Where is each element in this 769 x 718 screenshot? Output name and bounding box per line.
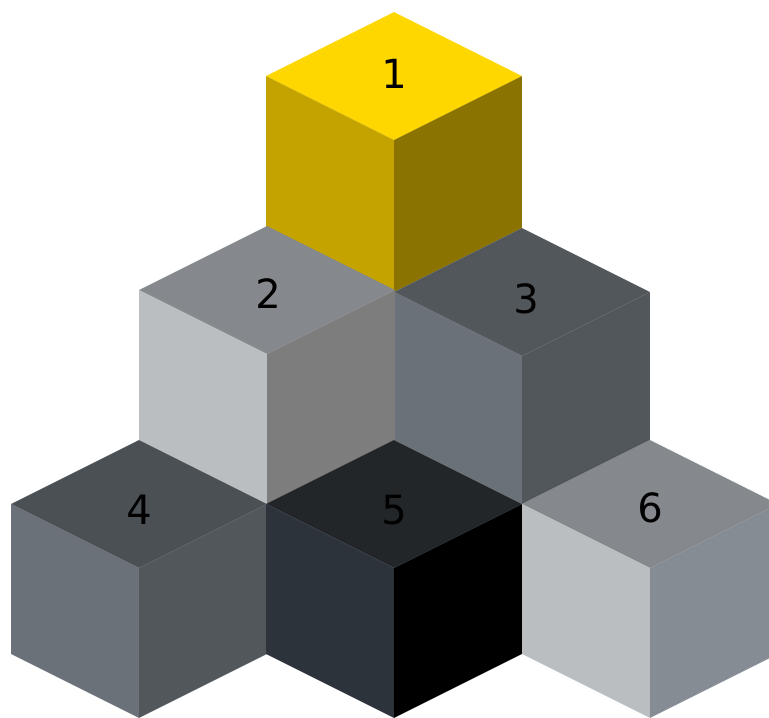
cube-5-label: 5 xyxy=(381,488,406,534)
cube-2-label: 2 xyxy=(255,272,280,318)
cube-3-label: 3 xyxy=(513,277,538,323)
cube-6-label: 6 xyxy=(637,486,662,532)
cube-4-label: 4 xyxy=(126,488,151,534)
cube-1-label: 1 xyxy=(381,52,406,98)
